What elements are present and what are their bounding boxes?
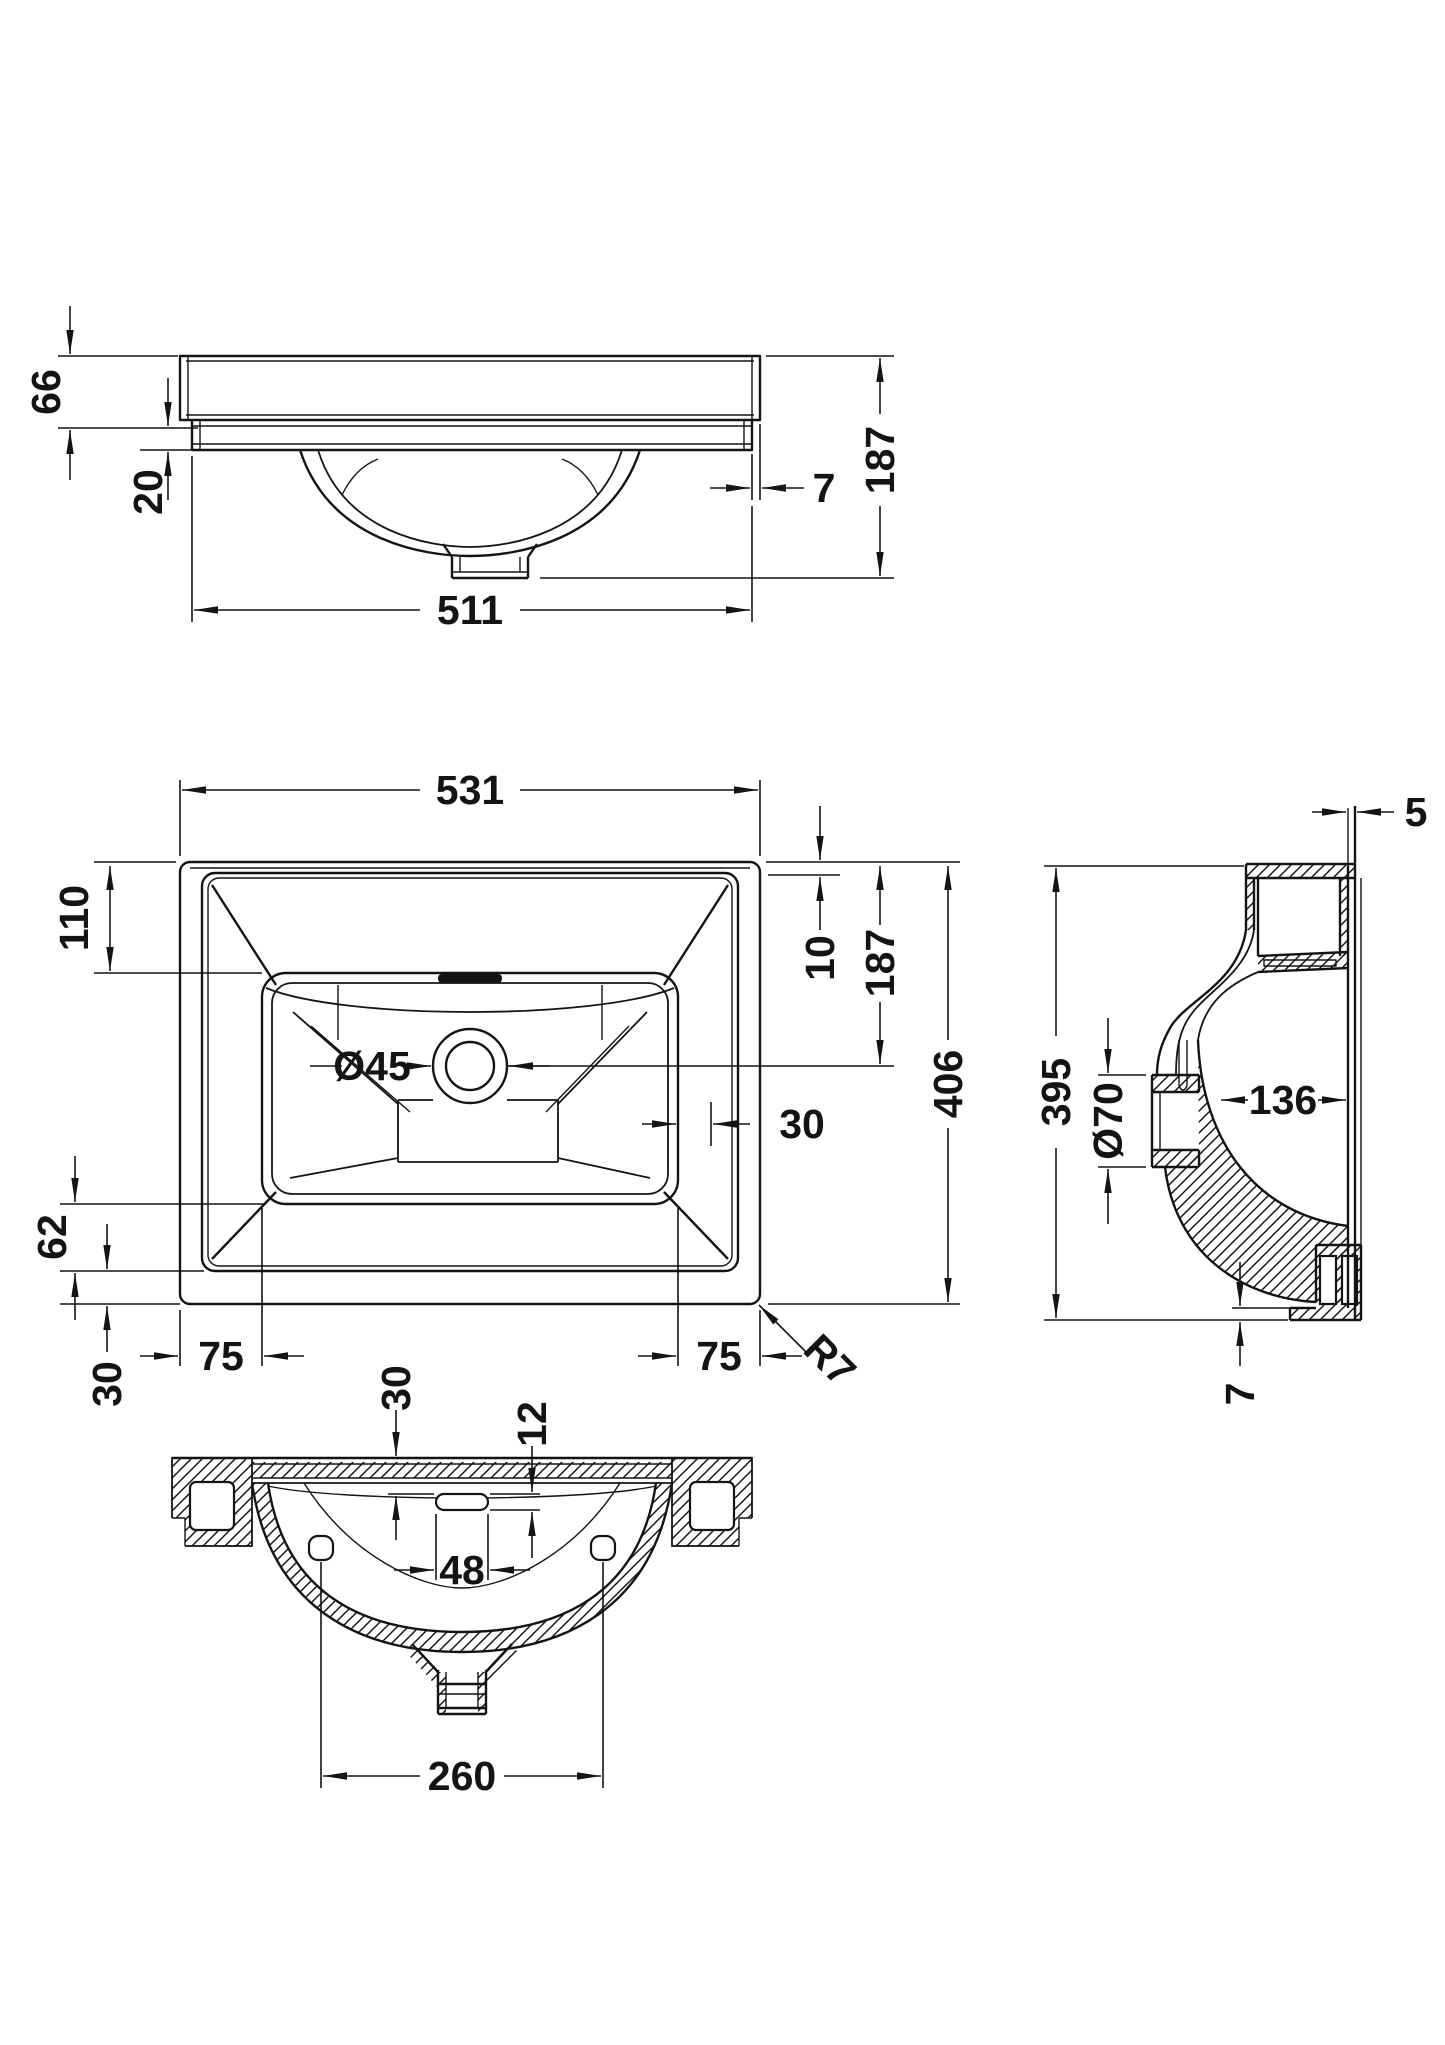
bottom-dimensions: 30 12 48 260 [320, 1365, 604, 1799]
bottom-bowl-inner [266, 1482, 658, 1634]
bottom-fixing-hole-left [307, 1534, 335, 1562]
side-deck-section [1258, 952, 1348, 972]
dim-plan-left-bowl-margin: 75 [198, 1333, 244, 1379]
front-view: 66 20 7 187 511 [23, 306, 903, 633]
side-view: 5 395 Ø70 136 7 [1033, 789, 1427, 1405]
dim-plan-front-deck-depth: 62 [29, 1214, 75, 1260]
side-geometry [1150, 806, 1363, 1322]
dim-bottom-hole-spacing: 260 [428, 1753, 496, 1799]
dim-front-rim-lip-drop: 20 [125, 469, 171, 515]
front-lip-band [190, 420, 754, 452]
side-bowl-wall-section [1165, 1040, 1348, 1302]
dim-side-wall-flange: 5 [1405, 789, 1428, 835]
side-foot-outline [1288, 1243, 1363, 1322]
bottom-left-wing-hole [188, 1480, 236, 1532]
dim-bottom-slot-height: 12 [509, 1401, 555, 1447]
side-rim-top-section [1246, 864, 1354, 878]
plan-geometry [178, 860, 762, 1306]
side-tap-boss-top [1152, 1075, 1199, 1092]
plan-basin-rim [260, 971, 680, 1206]
dim-bottom-slot-offset: 30 [373, 1365, 419, 1411]
side-rim-outline [1244, 862, 1354, 974]
plan-deck-diagonals [210, 884, 730, 1260]
plan-inner-rim [200, 871, 740, 1273]
side-foot-hole-a [1318, 1254, 1338, 1306]
dim-side-bowl-depth: 136 [1249, 1077, 1317, 1123]
dim-plan-overall-width: 531 [436, 767, 504, 813]
side-dimensions: 5 395 Ø70 136 7 [1033, 789, 1427, 1405]
dim-plan-side-deck-width: 30 [779, 1101, 825, 1147]
bottom-geometry [170, 1456, 754, 1716]
dim-side-base-lip: 7 [1217, 1383, 1263, 1406]
front-dimensions: 66 20 7 187 511 [23, 306, 903, 633]
dim-plan-overall-depth: 406 [925, 1050, 971, 1118]
side-tap-boss [1150, 1073, 1201, 1169]
plan-overflow-slot [438, 974, 502, 983]
bottom-view: 30 12 48 260 [170, 1365, 754, 1799]
front-bowl-inner [317, 449, 623, 548]
plan-bowl-flat [397, 1099, 559, 1163]
plan-drain-hole [444, 1040, 496, 1092]
side-bowl-surface [1196, 1039, 1349, 1228]
dim-side-overall-height: 395 [1033, 1058, 1079, 1126]
dim-front-basin-width: 511 [437, 587, 503, 633]
dim-front-edge-step: 7 [813, 465, 836, 511]
bottom-bowl-outer [250, 1482, 674, 1654]
side-foot-hole-b [1340, 1254, 1359, 1306]
bottom-rim-section [252, 1462, 672, 1478]
plan-outer-edge [178, 860, 762, 1306]
front-drain-stub [442, 543, 538, 580]
dim-plan-drain-from-back: 187 [857, 929, 903, 997]
side-overflow-outer [1155, 929, 1248, 1076]
dim-plan-drain-dia: Ø45 [333, 1043, 411, 1089]
front-bowl-outer [298, 449, 642, 558]
front-geometry [178, 354, 762, 580]
dim-front-rim-height: 66 [23, 369, 69, 415]
bottom-right-wing-hole [688, 1480, 736, 1532]
front-rim-band [178, 354, 762, 422]
bottom-fixing-hole-right [589, 1534, 617, 1562]
side-bowl-underside [1163, 1166, 1317, 1304]
dim-plan-back-rim-inset: 10 [797, 935, 843, 981]
dim-plan-back-deck-depth: 110 [51, 885, 97, 951]
dim-front-overall-height: 187 [857, 426, 903, 494]
dim-side-tap-hole: Ø70 [1085, 1082, 1131, 1160]
dim-plan-front-rim-inset: 30 [84, 1361, 130, 1407]
dim-bottom-slot-width: 48 [439, 1547, 485, 1593]
dim-plan-right-bowl-margin: 75 [696, 1333, 742, 1379]
bottom-slot [434, 1492, 490, 1512]
bottom-drain-spigot [411, 1643, 513, 1716]
plan-bowl-edge [271, 982, 669, 1195]
